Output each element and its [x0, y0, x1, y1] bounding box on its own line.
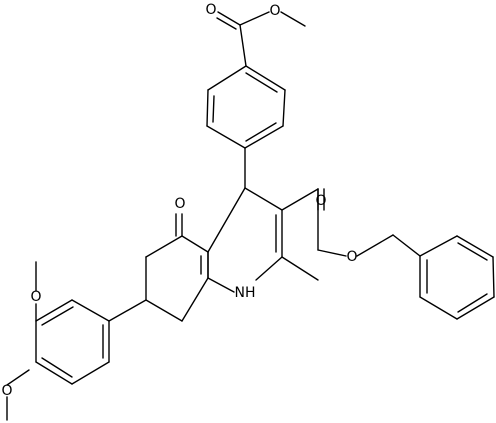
- bond: [41, 306, 74, 326]
- bond: [216, 17, 237, 30]
- atom-label-o: O: [269, 3, 280, 19]
- bond: [35, 361, 73, 385]
- bond: [245, 72, 278, 93]
- bond: [145, 235, 183, 258]
- bond: [280, 11, 306, 27]
- atom-label-o: O: [205, 2, 216, 18]
- bond: [207, 277, 235, 293]
- bond: [281, 256, 319, 281]
- bond: [392, 234, 421, 257]
- bond: [419, 296, 458, 320]
- benzyl-ester: [281, 188, 421, 257]
- atom-label-o: O: [346, 249, 357, 265]
- bond: [356, 234, 394, 257]
- cyclohexenone-ring: [145, 213, 209, 322]
- dimethoxyphenyl: [6, 261, 147, 421]
- atom-label-nh: NH: [235, 285, 256, 301]
- atom-label-o: O: [1, 383, 12, 399]
- bond: [239, 24, 247, 67]
- bond: [456, 296, 495, 320]
- bond: [456, 235, 494, 258]
- bond: [217, 11, 241, 26]
- dihydropyridine-ring: [207, 187, 319, 293]
- bond: [212, 95, 215, 123]
- bond: [6, 369, 30, 386]
- bond: [71, 299, 110, 322]
- bond: [317, 249, 347, 257]
- atom-labels: O O O O O NH O O: [1, 2, 357, 399]
- bond: [41, 357, 73, 378]
- bond: [282, 89, 286, 127]
- bond: [244, 125, 284, 149]
- bond: [71, 361, 110, 385]
- bond: [207, 187, 246, 253]
- bond: [145, 299, 183, 322]
- bond: [181, 277, 209, 322]
- bond: [457, 242, 488, 261]
- atom-label-o: O: [30, 289, 41, 305]
- bond: [492, 256, 495, 298]
- benzene-ring-benzyl: [419, 235, 495, 320]
- benzene-ring-top: [206, 65, 286, 189]
- bond: [245, 65, 286, 91]
- bond: [255, 256, 283, 281]
- bond: [245, 122, 277, 142]
- bond: [457, 293, 488, 313]
- bond: [419, 235, 458, 257]
- atom-label-o: O: [174, 196, 185, 212]
- methyl-ester-top: [216, 11, 306, 67]
- bond: [206, 89, 209, 127]
- bond: [108, 299, 147, 322]
- bond: [35, 299, 73, 322]
- bond: [206, 125, 246, 149]
- bond: [281, 188, 319, 211]
- bond: [181, 235, 209, 253]
- bond: [207, 65, 247, 91]
- atom-label-o: O: [315, 193, 326, 209]
- bond: [244, 187, 283, 211]
- bond: [239, 11, 270, 26]
